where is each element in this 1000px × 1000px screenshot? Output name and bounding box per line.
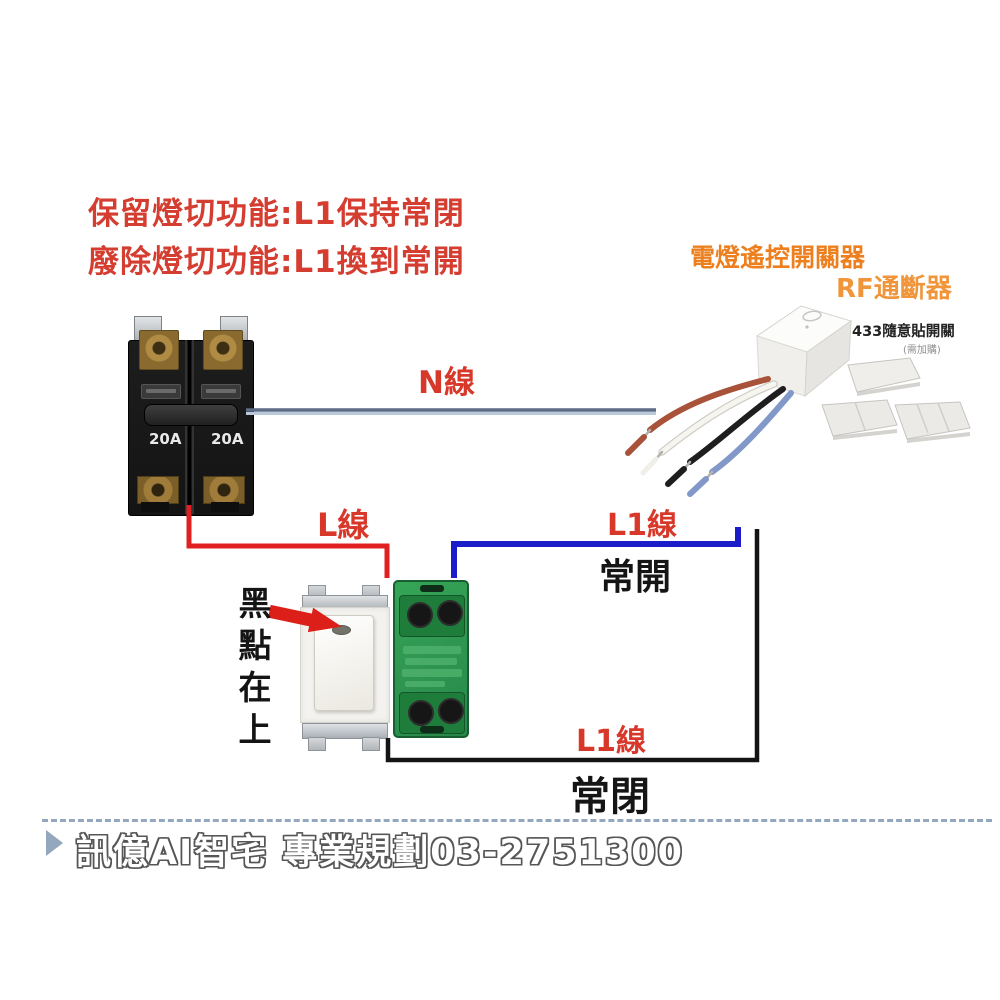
rf-device-subtitle: RF通斷器 bbox=[836, 274, 952, 304]
terminal-hole bbox=[407, 602, 433, 628]
remote-switches bbox=[821, 357, 971, 443]
remote-switch-double bbox=[821, 399, 898, 437]
breaker-top-terminal bbox=[139, 330, 179, 370]
annotation-keep-function: 保留燈切功能:L1保持常閉 bbox=[88, 196, 465, 232]
wire-white bbox=[659, 381, 777, 455]
terminal-hole bbox=[437, 600, 463, 626]
breaker-label-plate bbox=[201, 384, 241, 399]
rf-box-wires bbox=[625, 376, 794, 497]
terminal-hole bbox=[408, 700, 434, 726]
circuit-breaker: 20A 20A bbox=[127, 314, 254, 516]
n-wire bbox=[246, 408, 656, 415]
breaker-rating-left: 20A bbox=[149, 430, 182, 448]
remote-switch-note: (需加購) bbox=[903, 345, 941, 356]
l1-wire-blue bbox=[451, 527, 741, 578]
rf-controller-box bbox=[755, 305, 853, 398]
l1-line-label-bottom: L1線 bbox=[576, 724, 646, 759]
wire-blue bbox=[709, 390, 794, 475]
watermark-text: 訊億AI智宅 專業規劃03-2751300 bbox=[76, 833, 684, 873]
rocker-switch-front bbox=[300, 583, 390, 751]
black-dot-note: 黑點在上 bbox=[233, 586, 272, 754]
switch-black-dot bbox=[332, 625, 351, 635]
l-line-label: L線 bbox=[317, 506, 370, 544]
terminal-hole bbox=[438, 698, 464, 724]
divider-dashed-line bbox=[42, 819, 992, 822]
normally-open-label: 常開 bbox=[599, 557, 672, 598]
l-wire bbox=[186, 505, 390, 578]
breaker-rating-right: 20A bbox=[211, 430, 244, 448]
normally-closed-label: 常閉 bbox=[570, 774, 650, 820]
n-line-label: N線 bbox=[418, 365, 475, 401]
breaker-top-terminal bbox=[203, 330, 243, 370]
triangle-pointer-icon bbox=[46, 830, 63, 856]
remote-switch-single bbox=[847, 357, 921, 393]
breaker-bottom-terminal bbox=[137, 476, 179, 504]
rf-device-title: 電燈遙控開關器 bbox=[690, 243, 866, 272]
breaker-handle bbox=[144, 404, 238, 426]
wire-black bbox=[687, 386, 786, 465]
switch-back-view bbox=[393, 580, 469, 738]
l1-wire-black bbox=[385, 529, 760, 763]
switch-mount-bracket-bottom bbox=[302, 723, 388, 739]
breaker-label-plate bbox=[141, 384, 181, 399]
annotation-remove-function: 廢除燈切功能:L1換到常開 bbox=[88, 244, 465, 280]
l1-line-label-top: L1線 bbox=[607, 508, 677, 543]
wire-red bbox=[647, 376, 771, 433]
rf-box-button bbox=[802, 310, 822, 322]
red-arrow-icon bbox=[268, 604, 342, 633]
remote-switch-label: 433隨意貼開關 bbox=[852, 324, 955, 340]
